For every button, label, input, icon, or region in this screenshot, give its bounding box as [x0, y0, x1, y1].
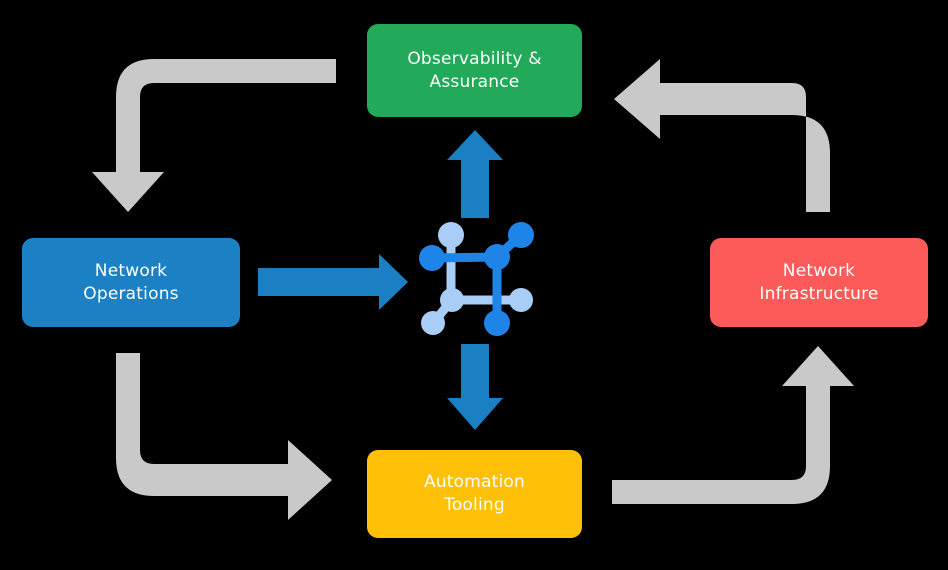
- node-label: Observability & Assurance: [407, 48, 542, 92]
- network-topology-icon: [419, 222, 534, 336]
- hub-node-right-light: [509, 288, 533, 312]
- gray-elbow-arrow-bottom-right: [612, 346, 854, 504]
- hub-node-mid-left-light: [440, 288, 464, 312]
- node-automation-tooling[interactable]: Automation Tooling: [367, 450, 582, 538]
- gray-elbow-arrow-top-right: [614, 59, 830, 212]
- node-network-operations[interactable]: Network Operations: [22, 238, 240, 327]
- node-label: Network Operations: [83, 260, 179, 304]
- node-observability-assurance[interactable]: Observability & Assurance: [367, 24, 582, 117]
- hub-node-center-dark: [484, 244, 510, 270]
- hub-node-lower-left-light: [421, 311, 445, 335]
- gray-elbow-arrow-bottom-left: [116, 353, 332, 520]
- blue-arrow-right: [258, 254, 408, 310]
- hub-node-left-dark: [419, 245, 445, 271]
- node-label: Network Infrastructure: [759, 260, 879, 304]
- hub-node-top-light: [438, 222, 464, 248]
- node-network-infrastructure[interactable]: Network Infrastructure: [710, 238, 928, 327]
- gray-elbow-arrow-top-left: [92, 59, 336, 212]
- node-label: Automation Tooling: [423, 472, 525, 515]
- blue-arrow-up: [447, 130, 503, 218]
- hub-node-bottom-dark: [484, 310, 510, 336]
- hub-node-upper-right-dark: [508, 222, 534, 248]
- blue-arrow-down: [447, 344, 503, 430]
